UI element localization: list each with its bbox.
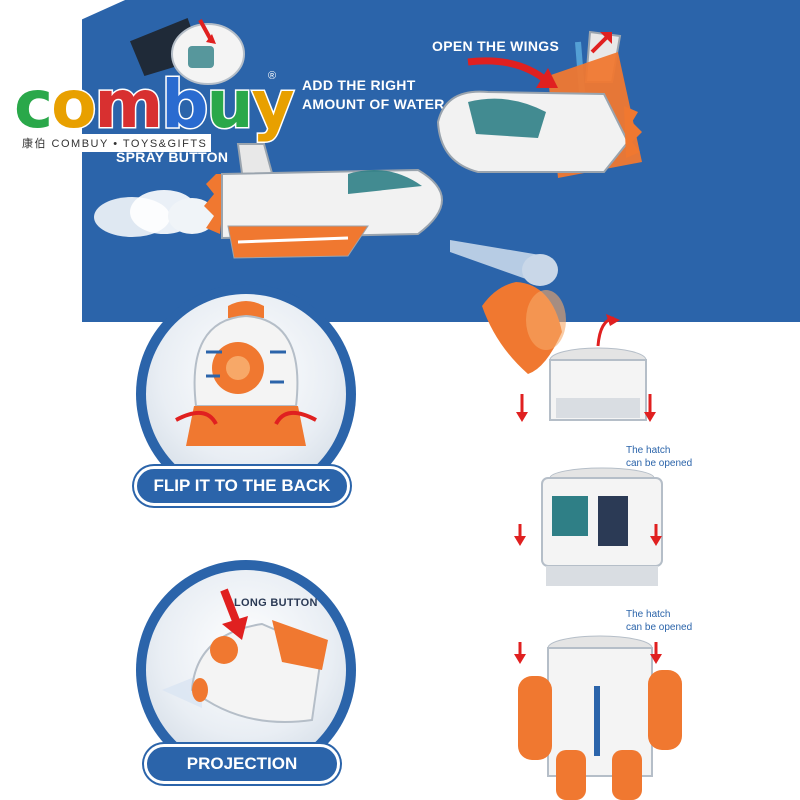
shuttle-main [204,143,443,259]
capsule-flipped [175,301,317,446]
red-arrow-icon [514,524,662,546]
logo-tagline: 康伯 COMBUY • TOYS&GIFTS [18,134,212,152]
curved-arrow-icon [467,57,558,88]
projection-button: PROJECTION [144,744,340,784]
logo-wordmark: combuy [12,65,296,145]
small-rocket-top-left [171,19,245,85]
base-module [518,635,682,800]
hatch-note-2: The hatch can be opened [626,609,693,633]
brand-logo: combuy ® 康伯 COMBUY • TOYS&GIFTS [12,65,296,158]
long-button-label: LONG BUTTON [234,597,318,609]
nose-cone [482,282,566,374]
shuttle-wings-open [436,30,642,178]
flip-back-button: FLIP IT TO THE BACK [134,466,350,506]
projection-beam [450,240,558,286]
hatch-note-1: The hatch can be opened [626,445,693,469]
spray-button-label: SPRAY BUTTON [116,149,229,165]
red-arrow-icon [514,642,662,664]
registered-mark: ® [268,70,277,82]
red-arrow-icon [220,588,248,640]
upper-module [549,347,647,421]
red-arrow-icon [590,32,612,54]
spray-cloud-icon [94,190,216,237]
open-wings-label: OPEN THE WINGS [432,38,560,54]
middle-module [541,467,663,586]
red-arrow-icon [516,394,656,422]
capsule-projecting [162,620,328,723]
add-water-label: ADD THE RIGHT AMOUNT OF WATER [302,77,445,112]
curved-arrow-icon [596,314,620,347]
